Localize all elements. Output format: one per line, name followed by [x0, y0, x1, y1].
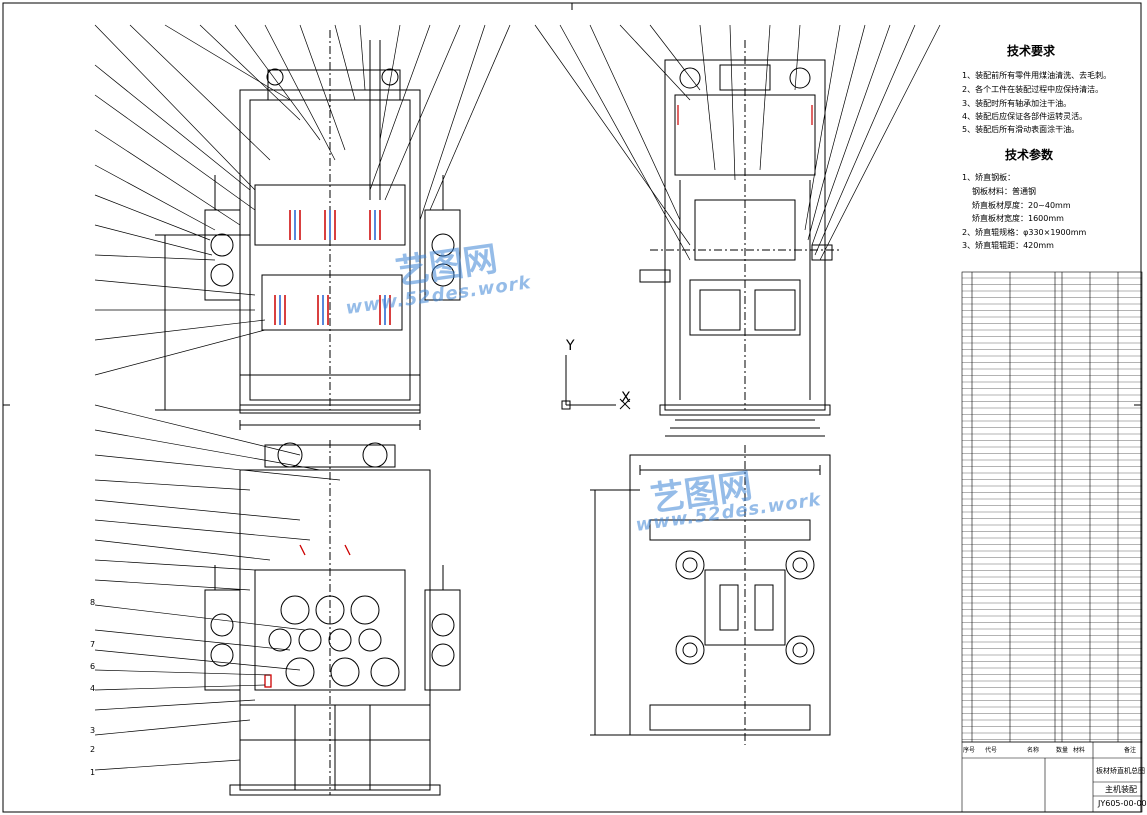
side-view: [639, 40, 840, 437]
tech-param-6: 3、矫直辊辊距：420mm: [962, 241, 1054, 250]
tech-param-2: 钢板材料：普通钢: [972, 187, 1036, 196]
tech-param-4: 矫直板材宽度：1600mm: [972, 214, 1064, 223]
tech-requirement-2: 2、各个工件在装配过程中应保持清洁。: [962, 85, 1104, 94]
balloon-8: 8: [90, 598, 96, 607]
bom-rows: [962, 277, 1142, 740]
tech-param-3: 矫直板材厚度：20~40mm: [972, 201, 1071, 210]
bom-header-material: 材料: [1073, 747, 1086, 754]
balloon-6: 6: [90, 662, 96, 671]
plan-view: [590, 445, 831, 745]
bom-header-code: 代号: [985, 747, 998, 754]
bom-header-qty: 数量: [1056, 747, 1069, 754]
axis-y-label: Y: [566, 338, 575, 354]
section-view: [204, 440, 461, 796]
side-view-marks: [677, 105, 813, 125]
tech-requirement-1: 1、装配前所有零件用煤油清洗、去毛刺。: [962, 71, 1112, 80]
bom-header-name: 名称: [1027, 747, 1040, 754]
bom-header-no: 序号: [963, 747, 976, 754]
drawing-number: JY605-00-00: [1098, 799, 1147, 808]
ucs-axis-icon: [561, 355, 631, 410]
bom-table: [961, 271, 1143, 813]
leader-lines-front: [94, 24, 511, 376]
leader-lines-side: [534, 24, 941, 261]
balloon-3: 3: [90, 726, 96, 735]
axis-x-label: X: [621, 390, 631, 406]
tech-param-5: 2、矫直辊规格：φ330×1900mm: [962, 228, 1087, 237]
tech-requirement-4: 4、装配后应保证各部件运转灵活。: [962, 112, 1088, 121]
bom-header-remark: 备注: [1124, 747, 1137, 754]
drawing-title: 板材矫直机总图: [1096, 767, 1145, 775]
tech-param-1: 1、矫直钢板：: [962, 173, 1016, 182]
balloon-7: 7: [90, 640, 96, 649]
tech-requirements-title: 技术要求: [1007, 44, 1056, 58]
tech-requirement-3: 3、装配时所有轴承加注干油。: [962, 99, 1072, 108]
balloon-2: 2: [90, 745, 96, 754]
tech-requirement-5: 5、装配后所有滑动表面涂干油。: [962, 125, 1080, 134]
leader-lines-section: [94, 404, 341, 771]
roll-shafts: [279, 210, 386, 325]
front-view: [155, 30, 461, 430]
balloon-4: 4: [90, 684, 96, 693]
sheet-name: 主机装配: [1105, 785, 1137, 794]
tech-params-title: 技术参数: [1005, 148, 1054, 162]
balloon-1: 1: [90, 768, 96, 777]
roll-bearings-upper: [274, 210, 391, 325]
